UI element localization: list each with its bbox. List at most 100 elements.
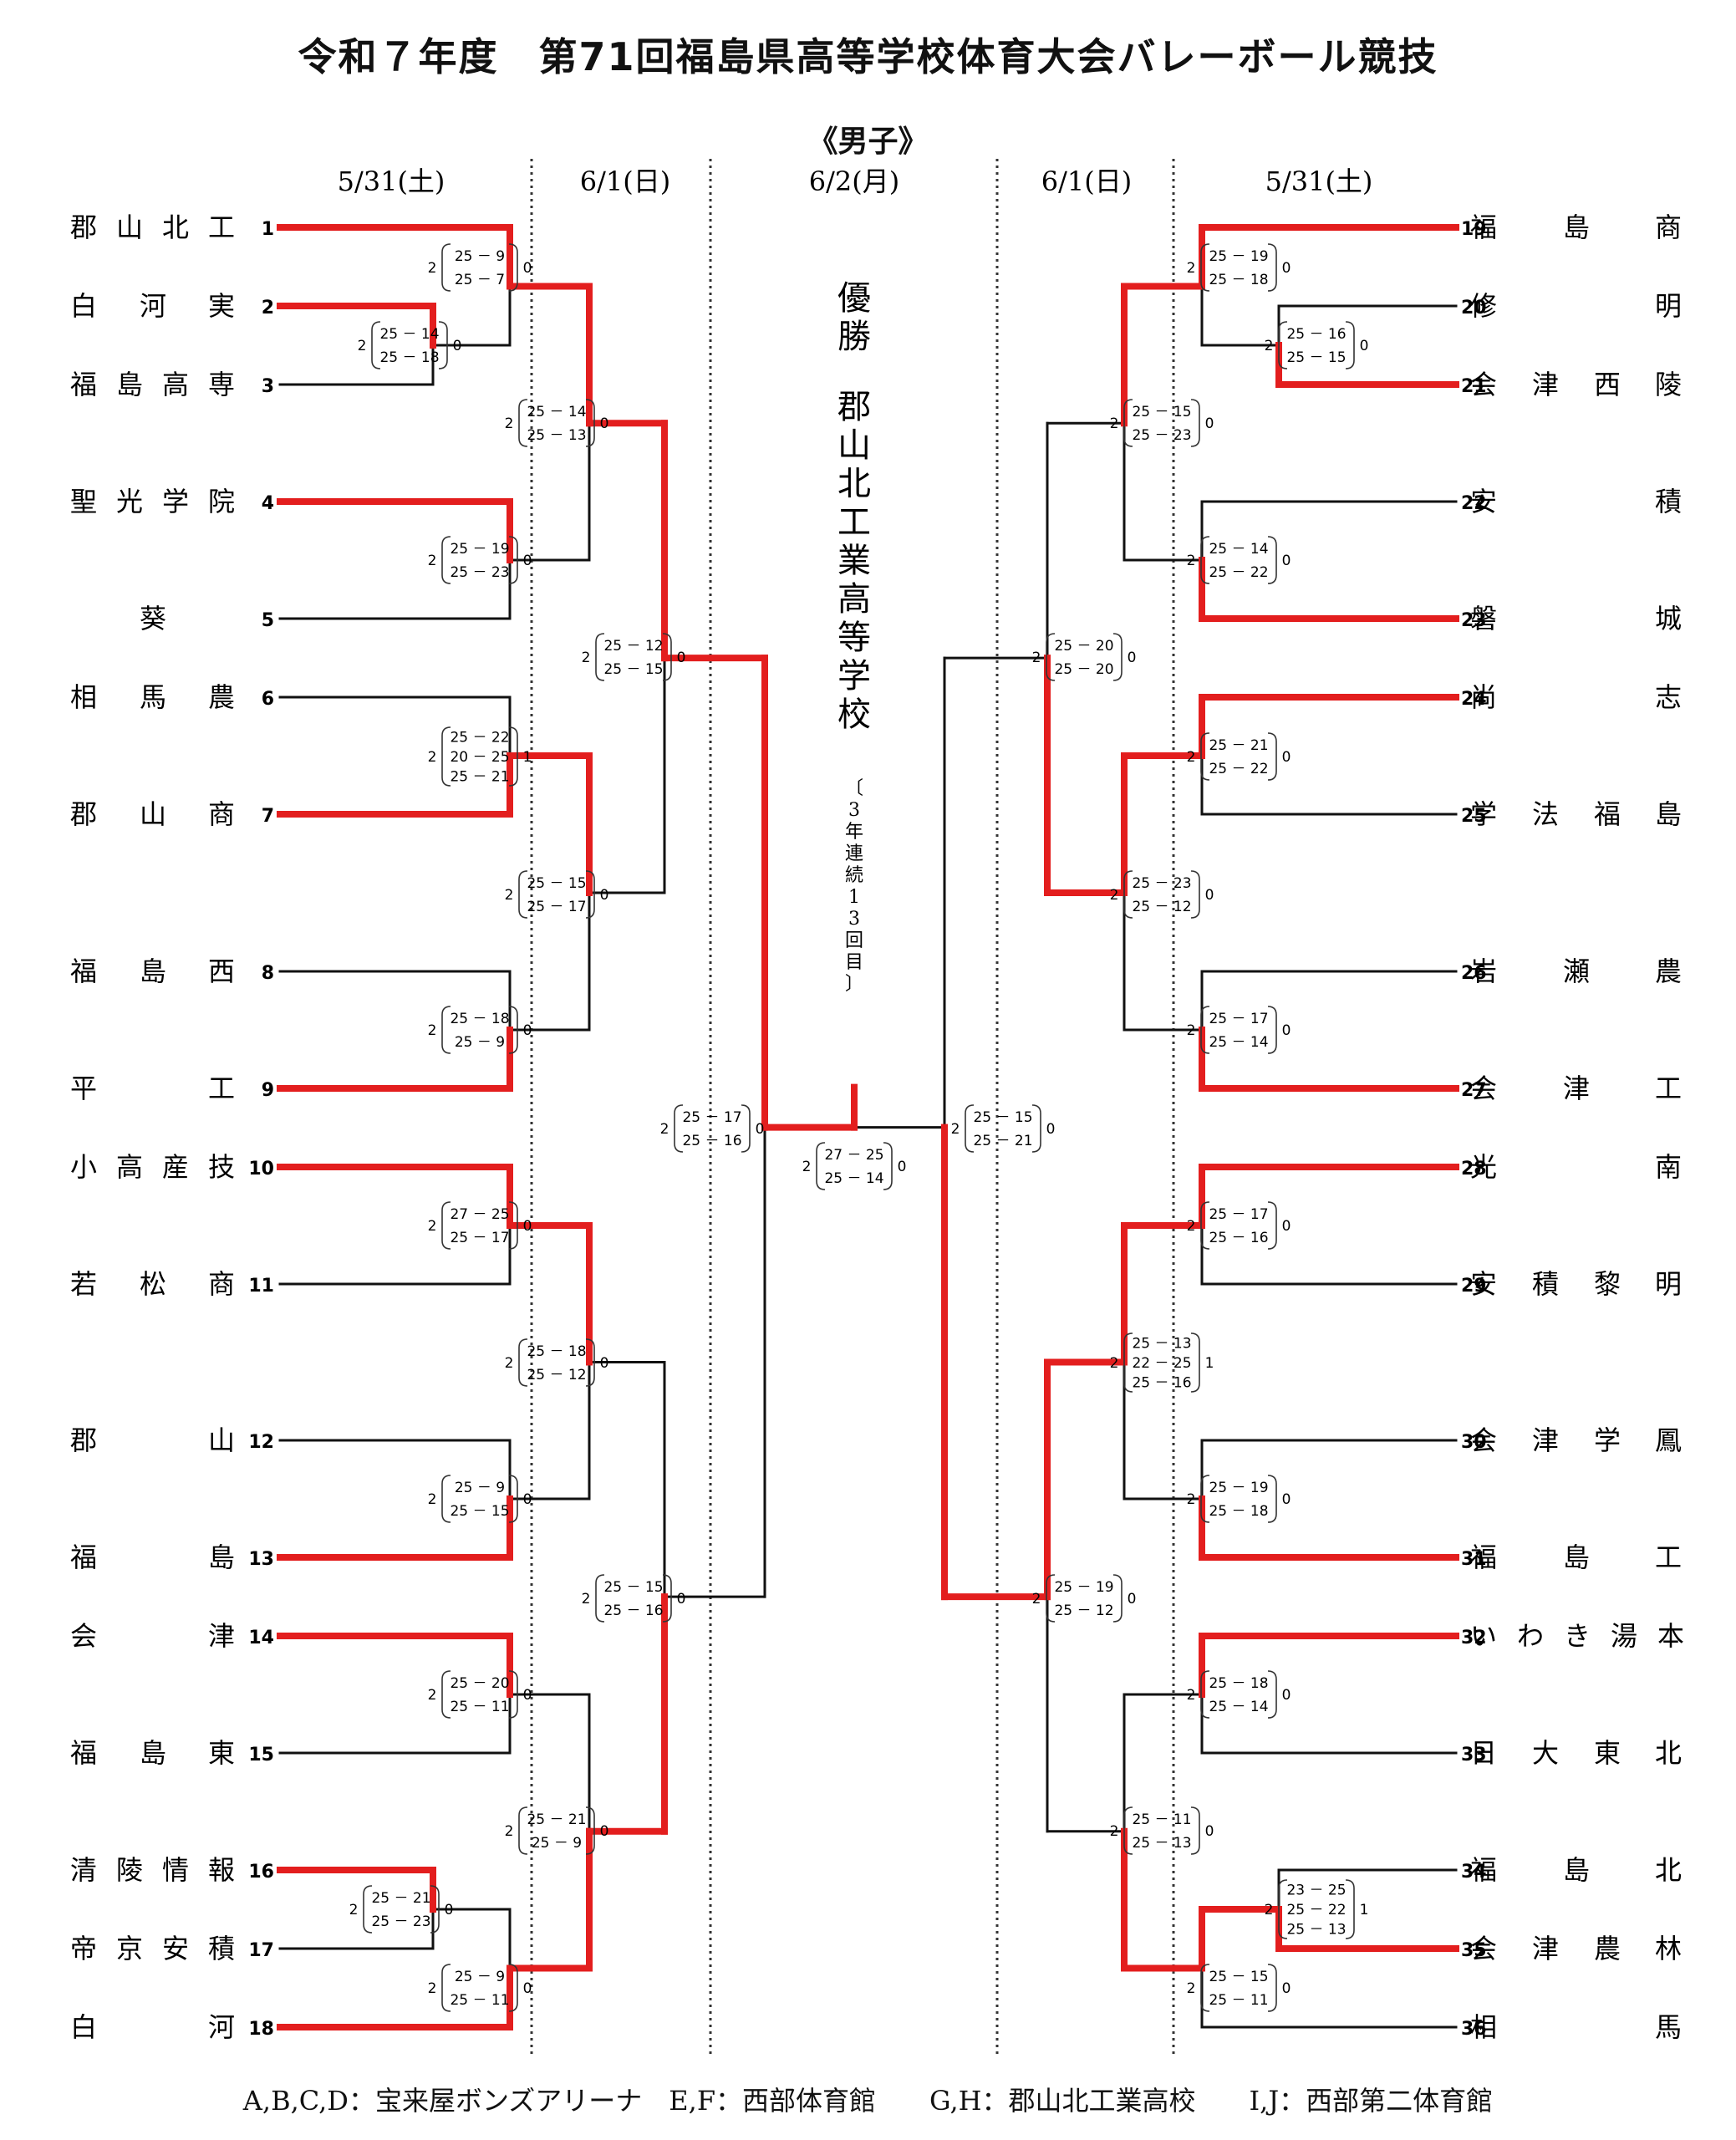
team-name-char: 福: [70, 1541, 97, 1573]
sets-lost: 0: [756, 1121, 765, 1138]
set-score: 23 － 25: [1286, 1883, 1346, 1899]
sets-won: 2: [802, 1159, 812, 1175]
set-score: 25 － 15: [973, 1109, 1032, 1126]
score-bracket-right: [883, 1142, 893, 1190]
team-name: 白河: [70, 2011, 235, 2043]
team-name-char: 院: [208, 486, 235, 517]
team-name-char: 福: [1594, 798, 1621, 830]
set-score: 25 － 9: [532, 1835, 582, 1852]
team-name-char: 清: [70, 1854, 97, 1886]
team-right: 磐城23: [1461, 603, 1682, 634]
team-name-char: 河: [208, 2011, 235, 2043]
team-number: 23: [1461, 610, 1487, 631]
set-score: 25 － 15: [603, 661, 663, 678]
sets-lost: 0: [1128, 650, 1137, 666]
team-name-char: 学: [1470, 798, 1497, 830]
sets-lost: 0: [1282, 1980, 1291, 1997]
sets-lost: 0: [523, 1218, 532, 1235]
set-score: 25 － 23: [1132, 875, 1191, 892]
team-name-char: 山: [208, 1424, 235, 1456]
date-right-r2: 6/1(日): [1041, 166, 1132, 197]
set-score: 25 － 11: [450, 1699, 509, 1715]
team-name-char: 島: [116, 369, 143, 400]
score-bracket-right: [508, 1964, 518, 2012]
score-bracket-right: [430, 1885, 440, 1934]
set-score: 25 － 14: [1209, 541, 1268, 558]
team-name: 聖光学院: [70, 486, 235, 517]
sets-lost: 0: [1282, 749, 1291, 766]
set-score: 25 － 21: [450, 768, 509, 785]
team-right: 岩瀬農26: [1461, 955, 1682, 987]
score-bracket-left: [441, 1006, 451, 1054]
sets-lost: 0: [1282, 260, 1291, 277]
team-number: 13: [248, 1549, 274, 1570]
sets-won: 2: [358, 338, 367, 354]
team-name-char: 岩: [1470, 955, 1497, 987]
sets-won: 2: [1110, 415, 1119, 432]
score-bracket-left: [595, 633, 605, 681]
team-name-char: 光: [116, 486, 143, 517]
score-bracket-right: [1267, 536, 1277, 584]
team-number: 7: [262, 806, 274, 827]
score-bracket-right: [1345, 321, 1355, 369]
team-name: 郡山: [70, 1424, 235, 1456]
date-right-r1: 5/31(土): [1265, 166, 1373, 197]
score-bracket-right: [508, 726, 518, 787]
score-bracket-left: [518, 1338, 528, 1387]
set-score: 25 － 17: [1209, 1206, 1268, 1223]
team-number: 25: [1461, 806, 1487, 827]
sets-lost: 0: [523, 260, 532, 277]
score-bracket-left: [441, 1201, 451, 1250]
team-number: 8: [262, 963, 274, 984]
set-score: 20 － 25: [450, 749, 509, 766]
set-score: 25 － 19: [1054, 1579, 1113, 1596]
team-number: 24: [1461, 689, 1487, 710]
score-bracket-right: [1190, 399, 1200, 447]
sets-won: 2: [1187, 1022, 1196, 1039]
team-number: 29: [1461, 1276, 1487, 1297]
team-name: 福島西: [70, 955, 235, 987]
score-bracket-left: [441, 726, 451, 787]
team-right: 日大東北33: [1461, 1737, 1682, 1769]
team-name-char: 郡: [70, 798, 97, 830]
team-name-char: 島: [1655, 798, 1682, 830]
score-bracket-left: [1123, 870, 1133, 919]
team-name-char: 葵: [140, 603, 166, 634]
score-bracket-left: [816, 1142, 826, 1190]
set-score: 25 － 13: [1286, 1921, 1346, 1938]
set-score: 25 － 23: [371, 1913, 430, 1930]
set-score: 27 － 25: [824, 1147, 883, 1164]
team-name-char: 明: [1655, 290, 1682, 322]
set-score: 25 － 23: [1132, 427, 1191, 444]
venue-footer: A,B,C,D：宝来屋ボンズアリーナ E,F：西部体育館 G,H：郡山北工業高校…: [242, 2085, 1494, 2117]
team-name-char: 積: [1655, 486, 1682, 517]
set-score: 25 － 21: [1209, 737, 1268, 754]
team-name: 福島: [70, 1541, 235, 1573]
score-bracket-left: [1200, 1670, 1210, 1719]
team-name-char: 湯: [1611, 1620, 1637, 1652]
team-name-char: 明: [1655, 1268, 1682, 1300]
set-score: 25 － 23: [450, 564, 509, 581]
team-name-char: 工: [1655, 1541, 1682, 1573]
sets-won: 2: [1187, 749, 1196, 766]
team-number: 28: [1461, 1159, 1487, 1180]
team-number: 18: [248, 2019, 274, 2040]
team-name-char: 白: [70, 290, 97, 322]
set-score: 25 － 9: [455, 1034, 505, 1051]
sets-won: 2: [428, 1687, 437, 1704]
team-name-char: 農: [208, 681, 235, 713]
